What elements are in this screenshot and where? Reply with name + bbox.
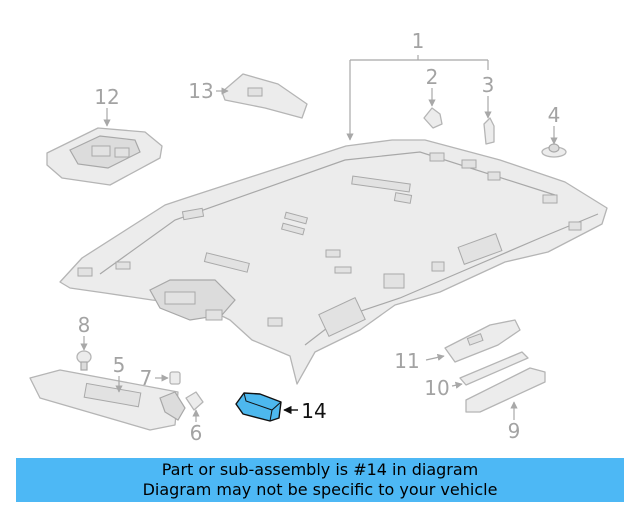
- parts-diagram: 1 2 3 4 5 6 7 8 9 10 11 12 13 14: [29, 29, 608, 445]
- callout-2: 2: [426, 65, 439, 89]
- map-light-part: [221, 73, 308, 119]
- callout-labels: 1 2 3 4 5 6 7 8 9 10 11 12 13 14: [78, 29, 561, 445]
- clip-part-2: [423, 107, 443, 129]
- callout-14: 14: [301, 399, 326, 423]
- callout-10: 10: [424, 376, 449, 400]
- callout-13: 13: [188, 79, 213, 103]
- info-banner: Part or sub-assembly is #14 in diagram D…: [16, 458, 624, 502]
- bracket-part-10: [459, 351, 529, 386]
- bracket-part-11: [444, 319, 521, 363]
- banner-line-2: Diagram may not be specific to your vehi…: [142, 480, 498, 499]
- overhead-console-part: [46, 127, 163, 186]
- callout-4: 4: [548, 103, 561, 127]
- visor-clip-part-6: [185, 391, 204, 411]
- callout-5: 5: [113, 353, 126, 377]
- grab-handle-part-9: [465, 367, 546, 413]
- callout-3: 3: [482, 73, 495, 97]
- sun-visor-part: [29, 369, 186, 431]
- fastener-part-4: [541, 143, 567, 158]
- clip-part-3: [483, 117, 495, 145]
- callout-6: 6: [190, 421, 203, 445]
- callout-1: 1: [412, 29, 425, 53]
- callout-12: 12: [94, 85, 119, 109]
- banner-line-1: Part or sub-assembly is #14 in diagram: [161, 460, 479, 479]
- clip-part-7: [169, 371, 181, 385]
- leader-lines: [80, 55, 558, 422]
- callout-7: 7: [140, 366, 153, 390]
- callout-9: 9: [508, 419, 521, 443]
- highlighted-part-14: [235, 392, 282, 422]
- clip-part-8: [76, 350, 92, 371]
- callout-8: 8: [78, 313, 91, 337]
- headliner-part: [59, 139, 608, 385]
- callout-11: 11: [394, 349, 419, 373]
